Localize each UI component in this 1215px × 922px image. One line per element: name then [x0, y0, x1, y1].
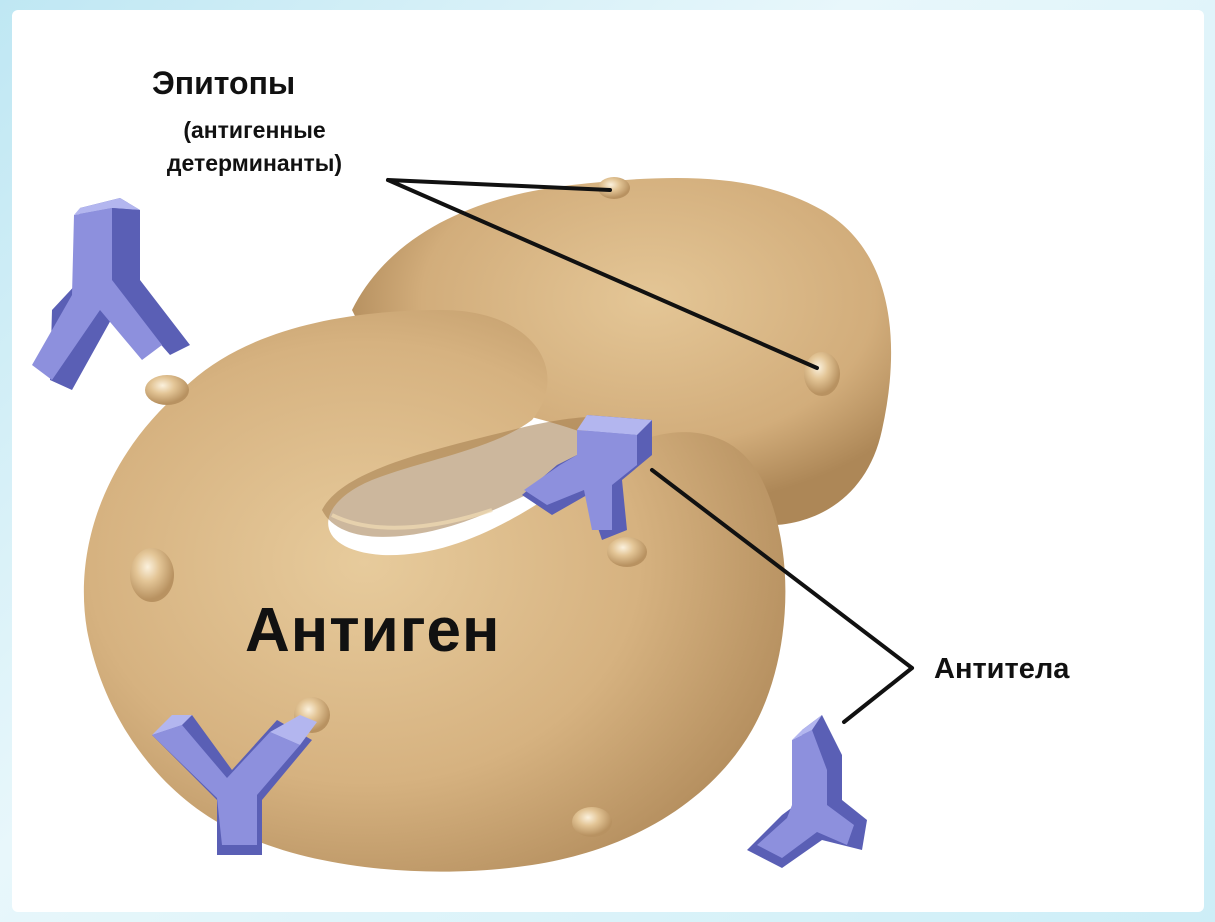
epitopes-subtitle-line2: детерминанты) [122, 147, 387, 180]
epitope-bump [130, 548, 174, 602]
antigen-label: Антиген [245, 595, 500, 666]
epitope-bump [572, 807, 612, 837]
antibody-top-left [32, 198, 190, 390]
epitope-bump [607, 537, 647, 567]
diagram-canvas: Эпитопы (антигенные детерминанты) Антиге… [12, 10, 1204, 912]
epitope-bump [145, 375, 189, 405]
epitope-bump [804, 352, 840, 396]
antibodies-label: Антитела [934, 653, 1069, 686]
antibody-leader-line [844, 668, 912, 722]
epitopes-subtitle-line1: (антигенные [122, 114, 387, 147]
epitopes-title: Эпитопы [152, 65, 295, 102]
antibody-free [747, 715, 867, 868]
epitopes-subtitle: (антигенные детерминанты) [122, 114, 387, 180]
